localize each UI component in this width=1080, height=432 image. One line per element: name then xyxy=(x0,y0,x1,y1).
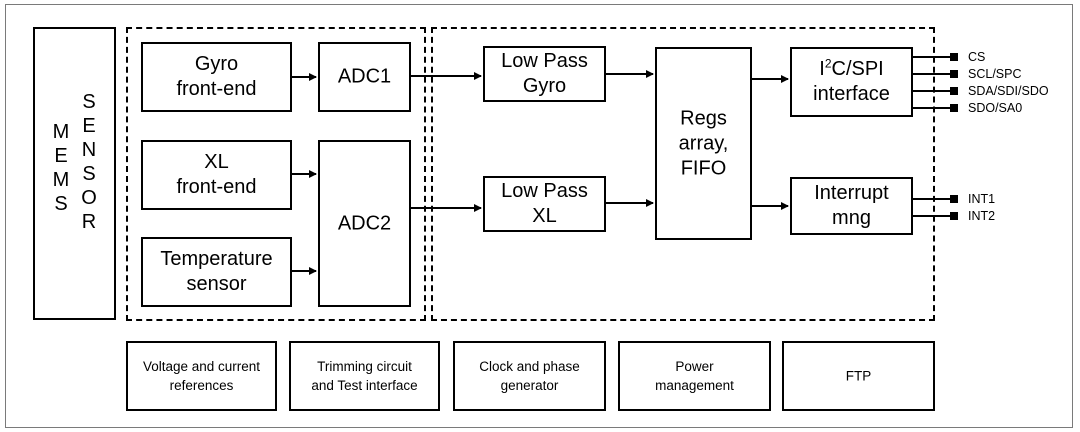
pin-sda xyxy=(950,87,958,95)
adc1-block: ADC1 xyxy=(318,42,411,112)
regs-array-fifo-block: Regs array, FIFO xyxy=(655,47,752,240)
pin-cs xyxy=(950,53,958,61)
pin-label-sda: SDA/SDI/SDO xyxy=(968,84,1049,98)
i2c-spi-interface-block: I2C/SPI interface xyxy=(790,47,913,117)
pin-int2 xyxy=(950,212,958,220)
voltage-references-block: Voltage and current references xyxy=(126,341,277,411)
pin-label-int1: INT1 xyxy=(968,192,996,206)
digital-region xyxy=(431,27,935,321)
pin-sdo xyxy=(950,104,958,112)
pin-label-cs: CS xyxy=(968,50,986,64)
sensor-label: S E N S O R xyxy=(81,91,97,233)
pin-scl xyxy=(950,70,958,78)
adc2-block: ADC2 xyxy=(318,140,411,307)
low-pass-gyro-block: Low Pass Gyro xyxy=(483,46,606,102)
analog-region xyxy=(126,27,426,321)
ftp-block: FTP xyxy=(782,341,935,411)
interrupt-mng-block: Interrupt mng xyxy=(790,177,913,235)
low-pass-xl-block: Low Pass XL xyxy=(483,176,606,232)
gyro-front-end-block: Gyro front-end xyxy=(141,42,292,112)
power-management-block: Power management xyxy=(618,341,771,411)
mems-sensor-block xyxy=(33,27,116,320)
clock-phase-block: Clock and phase generator xyxy=(453,341,606,411)
pin-int1 xyxy=(950,195,958,203)
i2c-spi-label: I2C/SPI interface xyxy=(813,56,890,105)
mems-label: M E M S xyxy=(52,121,70,215)
pin-label-int2: INT2 xyxy=(968,209,996,223)
pin-label-scl: SCL/SPC xyxy=(968,67,1022,81)
trimming-test-block: Trimming circuit and Test interface xyxy=(289,341,440,411)
pin-label-sdo: SDO/SA0 xyxy=(968,101,1023,115)
xl-front-end-block: XL front-end xyxy=(141,140,292,210)
temperature-sensor-block: Temperature sensor xyxy=(141,237,292,307)
